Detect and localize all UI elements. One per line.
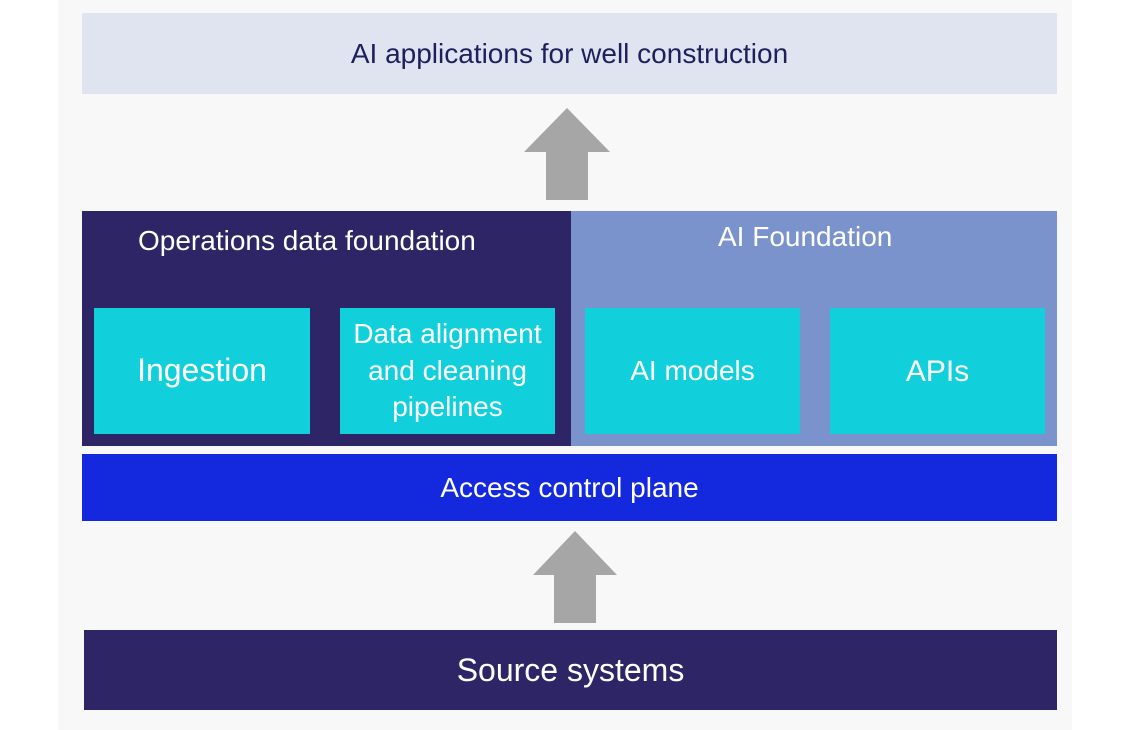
apis-label: APIs [905,354,970,388]
source-layer-label: Source systems [456,651,685,688]
ingestion-tile: Ingestion [94,308,310,434]
apis-tile: APIs [830,308,1045,434]
top-layer-ai-applications: AI applications for well construction [82,13,1057,94]
lower-arrow-icon [533,531,617,623]
data-alignment-tile: Data alignment and cleaning pipelines [340,308,555,434]
ai-models-label: AI models [630,354,755,386]
source-systems-layer: Source systems [84,630,1057,710]
access-layer-label: Access control plane [440,471,699,503]
upper-arrow-icon [524,108,610,200]
ai-foundation-panel: AI Foundation AI models APIs [571,211,1057,446]
access-control-plane-layer: Access control plane [82,454,1057,521]
operations-panel-title: Operations data foundation [138,225,476,256]
top-layer-label: AI applications for well construction [350,37,789,69]
operations-data-foundation-panel: Operations data foundation Ingestion Dat… [82,211,571,446]
ai-foundation-title: AI Foundation [718,221,893,252]
ingestion-label: Ingestion [137,352,267,389]
data-alignment-label: Data alignment and cleaning pipelines [353,318,542,423]
ai-models-tile: AI models [585,308,800,434]
